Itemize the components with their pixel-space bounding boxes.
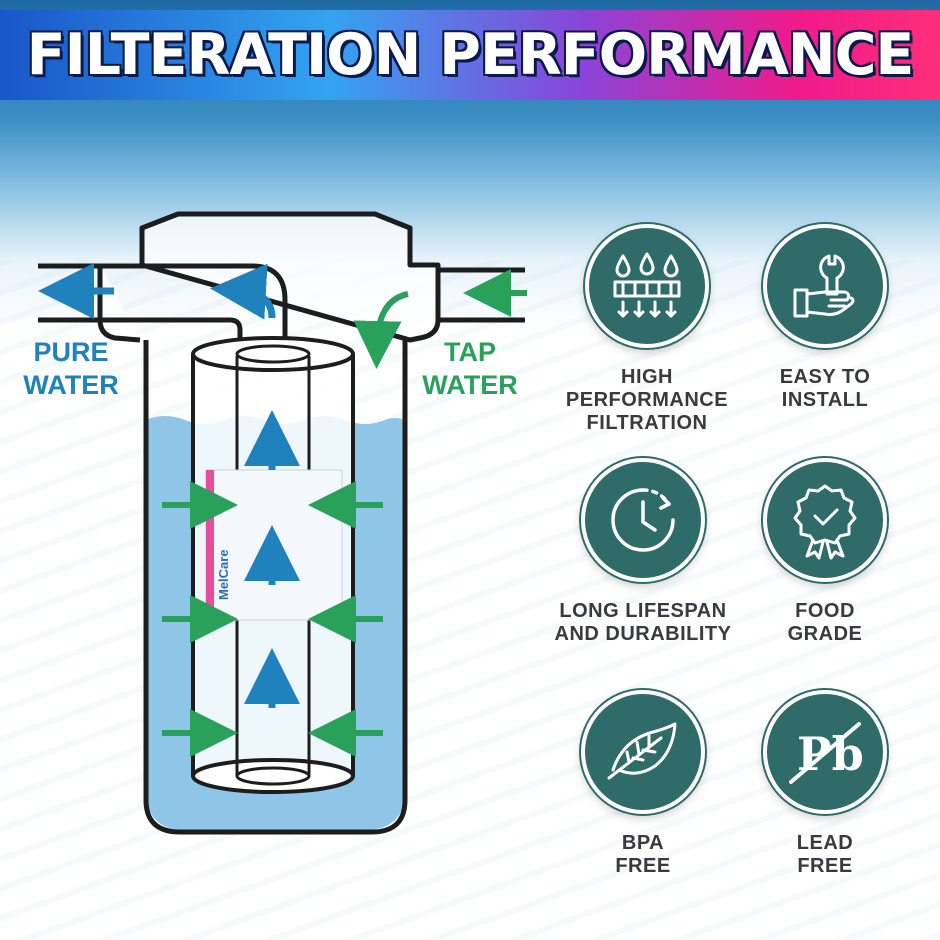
- wrench-hand-icon: [763, 224, 887, 348]
- flow-arrow-curve-in: [353, 291, 409, 369]
- feature-food-grade: FOOD GRADE: [720, 458, 930, 646]
- feature-high-performance: HIGH PERFORMANCE FILTRATION: [542, 224, 752, 435]
- svg-text:Pb: Pb: [797, 727, 864, 781]
- cartridge-brand: MelCare: [216, 549, 231, 600]
- tap-water-label: TAP WATER: [422, 337, 518, 400]
- feature-label: EASY TO INSTALL: [779, 366, 871, 411]
- feature-bpa-free: BPA FREE: [538, 690, 748, 878]
- housing-outline: [143, 340, 408, 835]
- feature-label: LONG LIFESPAN AND DURABILITY: [554, 600, 732, 645]
- feature-easy-install: EASY TO INSTALL: [720, 224, 930, 412]
- feature-label: BPA FREE: [615, 832, 671, 877]
- feature-label: FOOD GRADE: [787, 600, 863, 645]
- feature-label: LEAD FREE: [796, 832, 854, 877]
- title-banner: FILTERATION PERFORMANCE: [0, 10, 940, 100]
- feature-lead-free: Pb LEAD FREE: [720, 690, 930, 878]
- food-grade-badge-icon: [763, 458, 887, 582]
- pure-water-label: PURE WATER: [23, 337, 119, 400]
- leaf-icon: [581, 690, 705, 814]
- clock-lifespan-icon: [581, 458, 705, 582]
- flow-arrow-curve-out: [210, 263, 276, 320]
- feature-label: HIGH PERFORMANCE FILTRATION: [565, 366, 729, 434]
- feature-long-lifespan: LONG LIFESPAN AND DURABILITY: [538, 458, 748, 646]
- water-drops-filter-icon: [585, 224, 709, 348]
- lead-free-pb-icon: Pb: [763, 690, 887, 814]
- page-title: FILTERATION PERFORMANCE: [26, 22, 915, 88]
